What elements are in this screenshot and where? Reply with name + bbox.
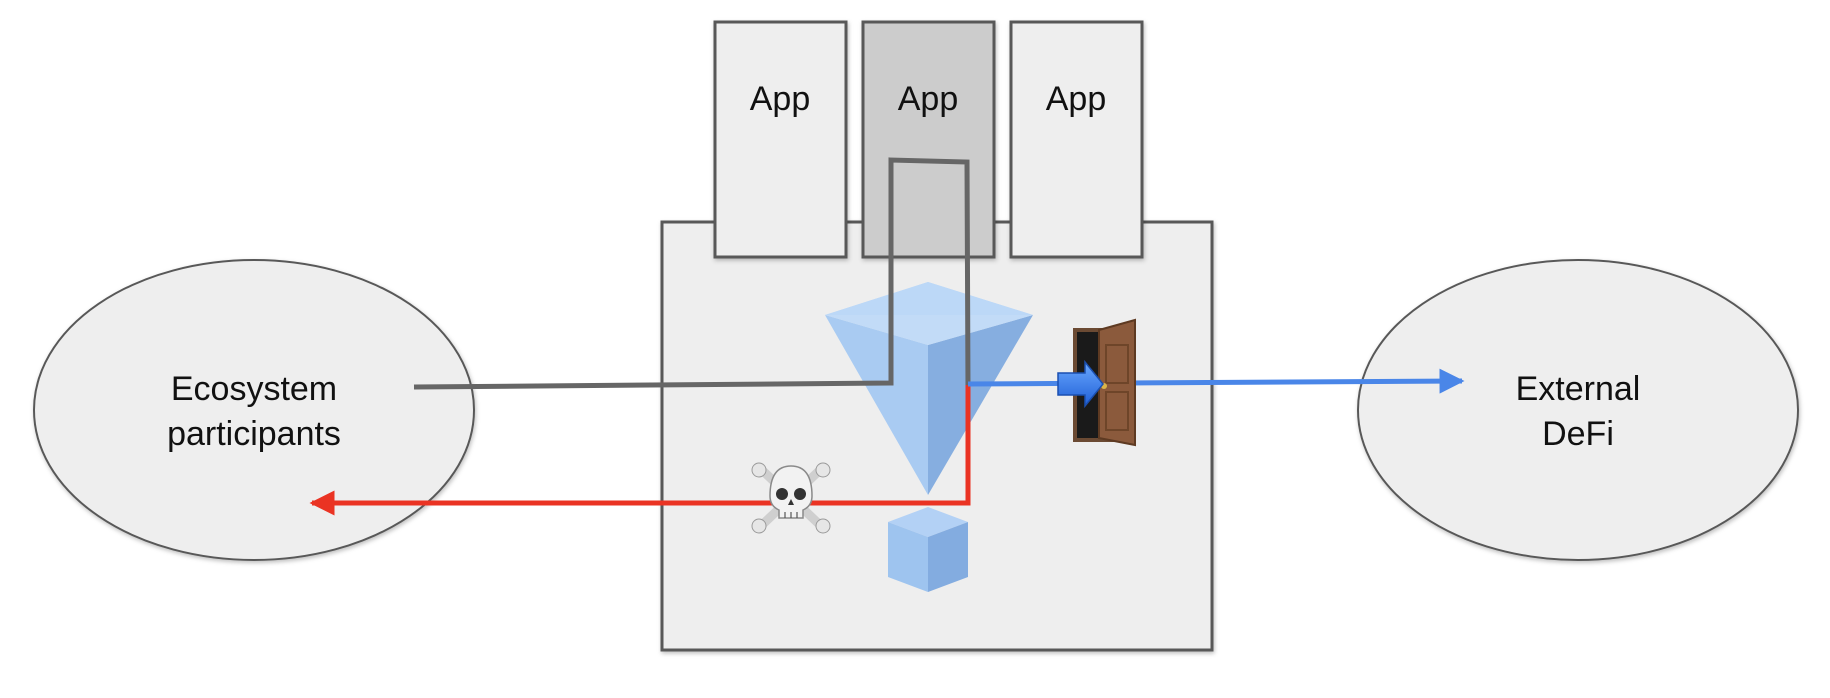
blue-exit-arrow-icon <box>1057 359 1104 409</box>
app-box-3: App <box>1009 20 1144 259</box>
ecosystem-participants-node: Ecosystem participants <box>33 259 475 561</box>
gray-flow-line <box>413 157 971 390</box>
blue-flow-arrow <box>967 368 1465 394</box>
app-label-1: App <box>750 80 811 118</box>
open-door-icon <box>1073 318 1136 447</box>
app-box-1: App <box>713 20 848 259</box>
cube-icon <box>888 507 968 592</box>
ecosystem-label-line1: Ecosystem <box>171 370 337 408</box>
external-label-line2: DeFi <box>1542 415 1614 453</box>
red-flow-arrow <box>309 385 971 516</box>
external-defi-node: External DeFi <box>1357 259 1799 561</box>
app-box-2: App <box>861 20 996 259</box>
external-label-line1: External <box>1516 370 1641 408</box>
ecosystem-label-line2: participants <box>167 415 341 453</box>
app-label-3: App <box>1046 80 1107 118</box>
inverted-pyramid-icon <box>825 282 1033 495</box>
skull-crossbones-icon <box>751 462 831 534</box>
app-label-2: App <box>898 80 959 118</box>
